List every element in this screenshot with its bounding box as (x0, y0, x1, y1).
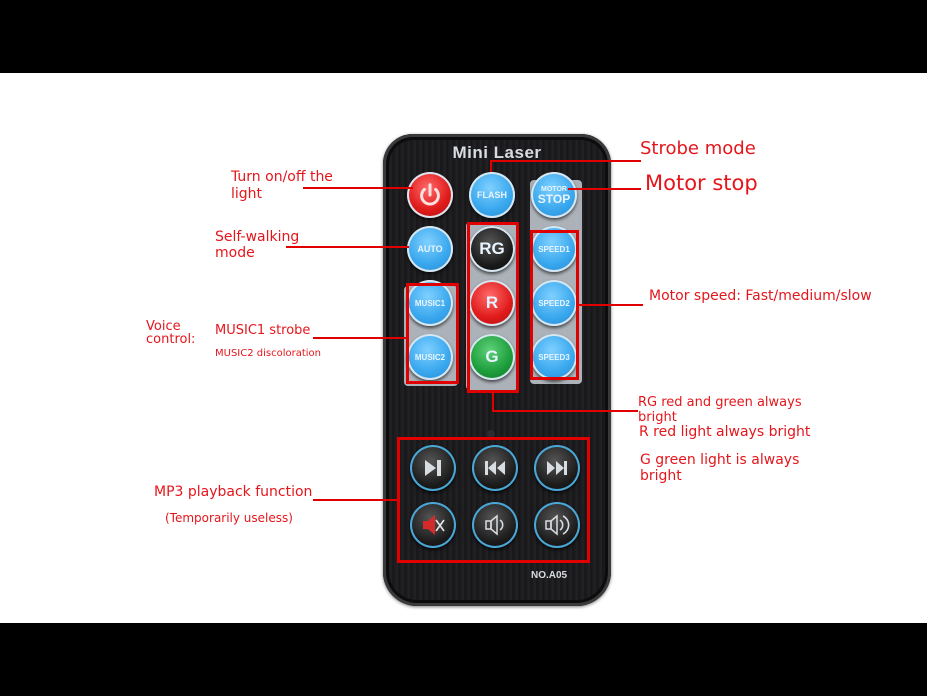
letterbox-top (0, 0, 927, 73)
label-g-line1: G green light is always (640, 452, 800, 468)
leader-color-h (492, 410, 638, 412)
volume-up-icon (545, 514, 570, 536)
label-voice-line1: Voice (146, 319, 181, 334)
leader-motor-stop (568, 188, 641, 190)
previous-icon (485, 461, 505, 475)
label-r: R red light always bright (639, 424, 811, 440)
label-motor-speed: Motor speed: Fast/medium/slow (649, 288, 872, 304)
play-pause-icon (425, 460, 441, 476)
label-motor-stop: Motor stop (645, 171, 758, 195)
g-label: G (485, 347, 499, 366)
label-power-line1: Turn on/off the (231, 169, 333, 185)
leader-mp3 (313, 499, 398, 501)
speed1-label: SPEED1 (538, 244, 570, 254)
previous-button[interactable] (472, 445, 518, 491)
speed1-button[interactable]: SPEED1 (531, 226, 577, 272)
next-button[interactable] (534, 445, 580, 491)
leader-strobe-v (490, 160, 492, 172)
music2-button[interactable]: MUSIC2 (407, 334, 453, 380)
remote-title: Mini Laser (452, 143, 542, 162)
ir-dot (487, 430, 495, 438)
label-rg-line1: RG red and green always (638, 395, 802, 410)
leader-color-v (492, 393, 494, 411)
speed2-button[interactable]: SPEED2 (531, 280, 577, 326)
flash-button[interactable]: FLASH (469, 172, 515, 218)
r-button[interactable]: R (469, 280, 515, 326)
label-rg-line2: bright (638, 410, 677, 425)
mute-icon (423, 515, 445, 535)
label-mp3-note: (Temporarily useless) (165, 511, 293, 525)
mute-button[interactable] (410, 502, 456, 548)
power-icon (420, 183, 440, 206)
rg-button[interactable]: RG (469, 226, 515, 272)
leader-speed (579, 304, 643, 306)
auto-button[interactable]: AUTO (407, 226, 453, 272)
label-voice-line2: control: (146, 332, 196, 347)
speed2-label: SPEED2 (538, 298, 570, 308)
motor-label: MOTOR (541, 185, 567, 193)
music2-label: MUSIC2 (414, 352, 446, 362)
color-buttons-frame (467, 222, 519, 393)
label-self-walking-line2: mode (215, 245, 255, 261)
speed-buttons-frame (530, 230, 579, 380)
motor-stop-button[interactable]: MOTOR STOP (531, 172, 577, 218)
label-self-walking-line1: Self-walking (215, 229, 300, 245)
label-music1: MUSIC1 strobe (215, 323, 311, 338)
r-label: R (485, 293, 499, 312)
g-button[interactable]: G (469, 334, 515, 380)
label-music2: MUSIC2 discoloration (215, 348, 322, 359)
remote-control: Mini Laser FLASH MOTOR STOP AUTO RG SPEE… (383, 134, 611, 606)
mp3-buttons-frame (397, 437, 590, 563)
speed3-label: SPEED3 (538, 352, 570, 362)
volume-down-button[interactable] (472, 502, 518, 548)
label-mp3: MP3 playback function (154, 484, 313, 500)
label-strobe-mode: Strobe mode (640, 138, 756, 159)
auto-label: AUTO (417, 244, 443, 254)
leader-auto (286, 246, 409, 248)
model-number: NO.A05 (531, 570, 568, 581)
label-power-line2: light (231, 186, 263, 202)
music1-button[interactable]: MUSIC1 (407, 280, 453, 326)
next-icon (547, 461, 567, 475)
music1-label: MUSIC1 (414, 298, 446, 308)
power-button[interactable] (407, 172, 453, 218)
volume-up-button[interactable] (534, 502, 580, 548)
volume-down-icon (485, 514, 504, 536)
letterbox-bottom (0, 623, 927, 696)
music-buttons-frame (406, 283, 459, 384)
rg-label: RG (479, 239, 505, 258)
label-g-line2: bright (640, 468, 682, 484)
leader-strobe-h (490, 160, 641, 162)
flash-label: FLASH (477, 190, 507, 200)
play-pause-button[interactable] (410, 445, 456, 491)
stop-label: STOP (537, 191, 571, 206)
leader-music (313, 337, 407, 339)
leader-power (303, 187, 413, 189)
speed3-button[interactable]: SPEED3 (531, 334, 577, 380)
